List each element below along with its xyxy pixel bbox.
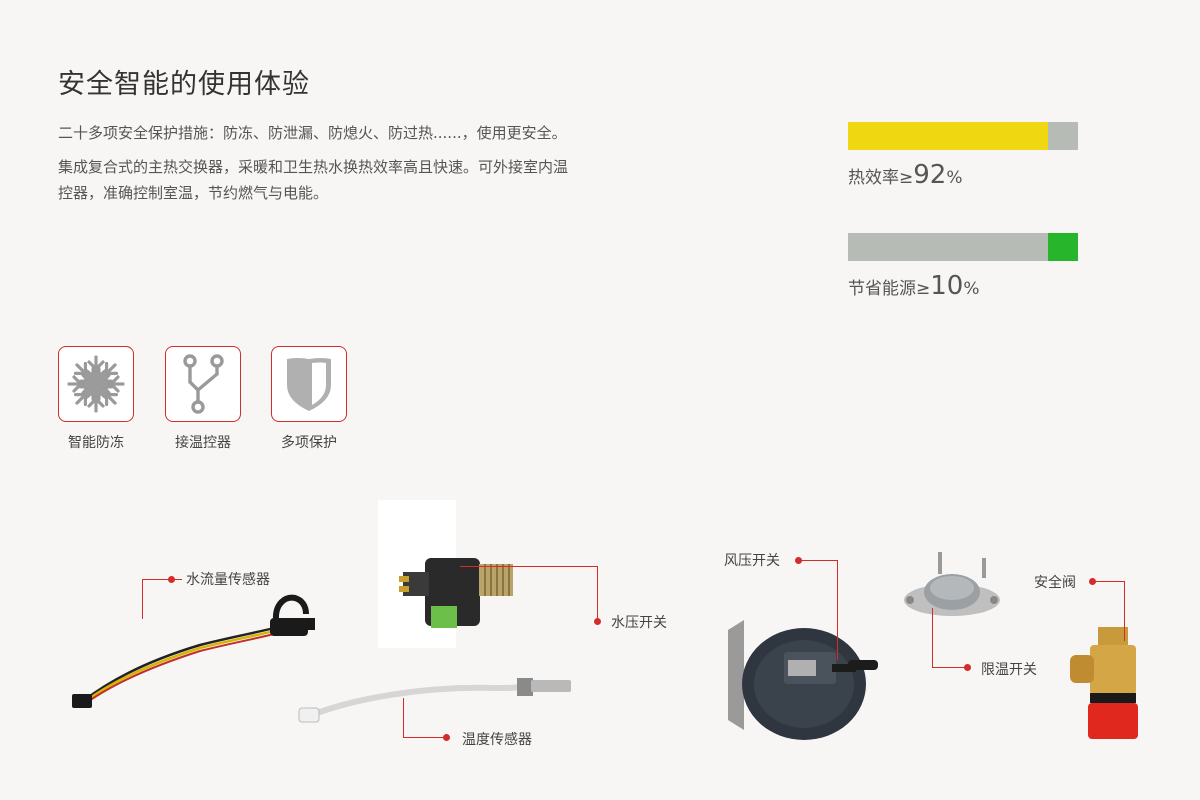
- feature-protection-label: 多项保护: [281, 435, 337, 451]
- energy-saving-value: 10: [930, 271, 964, 301]
- flow-sensor-connector: [142, 579, 182, 580]
- temperature-sensor-label: 温度传感器: [462, 732, 532, 748]
- water-pressure-switch-connector-vertical: [597, 566, 598, 622]
- energy-saving-bar-fill: [1048, 233, 1078, 261]
- temperature-sensor-connector-vertical: [403, 698, 404, 738]
- temperature-sensor-photo: [298, 678, 571, 723]
- feature-protection-box: [271, 346, 347, 422]
- feature-thermostat: 接温控器: [165, 346, 241, 452]
- temperature-limit-switch-connector: [932, 667, 966, 668]
- air-pressure-switch-dot: [795, 557, 802, 564]
- shield-icon: [287, 358, 331, 411]
- description-paragraph-2: 集成复合式的主热交换器，采暖和卫生热水换热效率高且快速。可外接室内温控器，准确控…: [58, 158, 569, 202]
- water-pressure-switch-connector: [460, 566, 598, 567]
- efficiency-value: 92: [913, 160, 947, 190]
- energy-saving-label: 节省能源≥10%: [848, 271, 980, 301]
- efficiency-label-text: 热效率≥: [848, 168, 914, 188]
- energy-saving-label-text: 节省能源≥: [848, 279, 931, 299]
- feature-antifreeze-label: 智能防冻: [68, 435, 124, 451]
- flow-sensor-dot: [168, 576, 175, 583]
- feature-thermostat-box: [165, 346, 241, 422]
- water-pressure-switch-label: 水压开关: [611, 615, 667, 631]
- air-pressure-switch-connector: [800, 560, 838, 561]
- safety-valve-label: 安全阀: [1034, 575, 1076, 591]
- air-pressure-switch-label: 风压开关: [724, 553, 780, 569]
- water-pressure-switch-dot: [594, 618, 601, 625]
- feature-thermostat-label: 接温控器: [175, 435, 231, 451]
- energy-saving-bar: [848, 233, 1078, 261]
- safety-valve-connector: [1095, 581, 1125, 582]
- air-pressure-switch-connector-vertical: [837, 560, 838, 660]
- safety-valve-dot: [1089, 578, 1096, 585]
- water-pressure-switch-photo: [399, 558, 513, 628]
- flow-sensor-connector-vertical: [142, 579, 143, 619]
- efficiency-bar-fill: [848, 122, 1049, 150]
- safety-valve-photo: [1070, 627, 1138, 739]
- description: 二十多项安全保护措施：防冻、防泄漏、防熄火、防过热......，使用更安全。 集…: [58, 120, 578, 214]
- efficiency-bar: [848, 122, 1078, 150]
- temperature-sensor-connector: [403, 737, 445, 738]
- efficiency-label: 热效率≥92%: [848, 160, 963, 190]
- flow-sensor-label: 水流量传感器: [186, 572, 270, 588]
- feature-antifreeze-box: [58, 346, 134, 422]
- energy-saving-unit: %: [963, 279, 980, 299]
- temperature-limit-switch-label: 限温开关: [981, 662, 1037, 678]
- snowflake-icon: [67, 355, 125, 413]
- thermostat-connector-icon: [183, 354, 224, 414]
- temperature-sensor-dot: [443, 734, 450, 741]
- temperature-limit-switch-dot: [964, 664, 971, 671]
- page-title: 安全智能的使用体验: [58, 69, 310, 100]
- feature-protection: 多项保护: [271, 346, 347, 452]
- efficiency-unit: %: [946, 168, 963, 188]
- temperature-limit-switch-connector-vertical: [932, 608, 933, 668]
- temperature-limit-switch-photo: [904, 552, 1000, 616]
- air-pressure-switch-photo: [728, 620, 878, 740]
- safety-valve-connector-vertical: [1124, 581, 1125, 641]
- description-paragraph-1: 二十多项安全保护措施：防冻、防泄漏、防熄火、防过热......，使用更安全。: [58, 124, 567, 142]
- flow-sensor-photo: [72, 594, 315, 708]
- feature-antifreeze: 智能防冻: [58, 346, 134, 452]
